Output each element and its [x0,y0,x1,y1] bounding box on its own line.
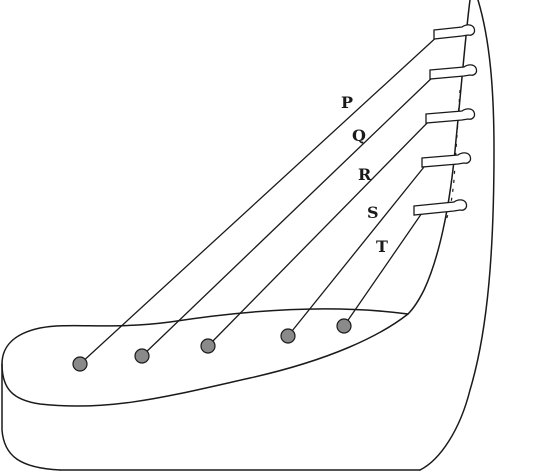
tuning-peg-t [413,199,468,216]
anchor-pin-r [200,338,216,354]
strings-group: P Q R S T [72,24,478,372]
anchor-pin-q [134,348,150,364]
string-t: T [336,199,468,334]
tuning-peg-q [429,64,478,80]
string-r: R [200,108,476,354]
tuning-peg-s [421,152,472,168]
anchor-pin-t [336,318,352,334]
string-r-line [207,117,433,347]
string-p-label: P [341,93,353,112]
string-s-label: S [367,203,379,222]
anchor-pin-p [72,356,88,372]
string-q: Q [134,64,478,364]
string-q-label: Q [352,126,366,145]
string-s-line [287,161,429,337]
tuning-peg-p [433,24,476,40]
string-r-label: R [358,165,372,184]
anchor-pin-s [280,328,296,344]
instrument-body [1,0,495,471]
string-s: S [280,152,472,344]
tuning-peg-r [425,108,476,124]
body-side-left [1,363,61,471]
string-p-line [79,33,441,365]
string-q-line [141,73,437,357]
neck-dotted-line [445,89,461,221]
string-p: P [72,24,476,372]
string-t-label: T [376,237,388,256]
neck-outer-edge [419,0,495,471]
string-t-line [343,209,425,327]
